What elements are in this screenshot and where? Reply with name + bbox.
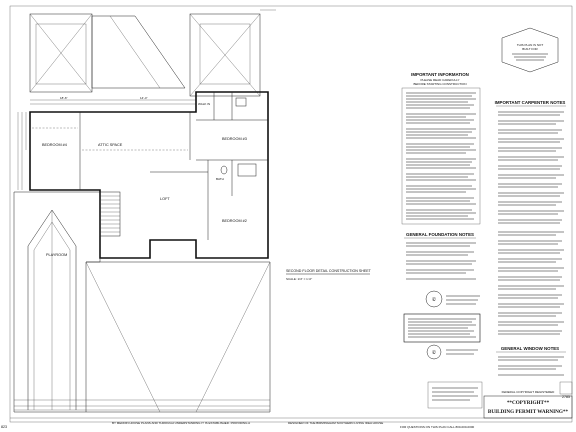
roof-slope-center xyxy=(91,15,186,89)
left-edge-number: 823 xyxy=(1,425,7,429)
lower-roof-main xyxy=(86,261,271,413)
room-bedroom-2: BEDROOM #2 xyxy=(222,219,247,223)
important-info-text xyxy=(406,92,476,220)
svg-text:©: © xyxy=(432,349,436,356)
plan-stamp-hexagon xyxy=(501,27,559,73)
copyright-seal xyxy=(425,290,443,308)
sheet-scale: SCALE: 1/4" = 1'-0" xyxy=(286,277,312,281)
copyright-block xyxy=(483,395,573,419)
svg-text:18'-6": 18'-6" xyxy=(60,96,68,100)
room-bedroom-4: BEDROOM #4 xyxy=(42,143,67,147)
important-info-sub1: PLEASE READ CAREFULLY xyxy=(420,78,459,82)
room-bath: BATH xyxy=(216,177,224,181)
floor-plan: 18'-6" 14'-4" xyxy=(1,9,372,429)
room-playroom: PLAYROOM xyxy=(46,253,67,257)
foundation-notes-title: GENERAL FOUNDATION NOTES xyxy=(406,232,474,237)
notes-column-left: IMPORTANT INFORMATION PLEASE READ CAREFU… xyxy=(401,72,481,360)
room-attic-space: ATTIC SPACE xyxy=(98,143,123,147)
carpenter-notes-text xyxy=(498,111,564,335)
permit-warning: BUILDING PERMIT WARNING** xyxy=(488,409,569,415)
title-block: FEDERAL COPYRIGHT REGISTERED **COPYRIGHT… xyxy=(112,381,573,429)
stamp-line-2: BUILT FOR xyxy=(522,47,538,51)
svg-text:14'-4": 14'-4" xyxy=(140,96,148,100)
svg-text:©: © xyxy=(432,296,436,303)
bottom-note: BY MEDDIN HOUSE PLANS AND THROUGH UNDERS… xyxy=(112,421,250,425)
sheet-border xyxy=(9,5,573,423)
copyright-seal-2 xyxy=(426,344,442,360)
room-walk-in: WALK IN xyxy=(198,102,210,106)
stamp-line-1: THIS PLAN IS NOT xyxy=(517,43,544,47)
designer-box xyxy=(427,381,483,409)
questions-line: FOR QUESTIONS ON THIS PLAN CALL 800-000-… xyxy=(400,425,475,429)
roof-box-right xyxy=(189,13,261,97)
sheet-title: SECOND FLOOR DETAIL CONSTRUCTION SHEET xyxy=(286,269,372,273)
copyright-text: **COPYRIGHT** xyxy=(507,400,550,406)
notes-column-right: THIS PLAN IS NOT BUILT FOR IMPORTANT CAR… xyxy=(495,27,566,376)
sheet-number: 2785 xyxy=(562,395,570,399)
foundation-notes-text xyxy=(406,242,476,280)
designer-line: DESIGNER OF THE BIRMINGHAM SOUTHERN LIVI… xyxy=(288,421,383,425)
exterior-walls xyxy=(29,91,269,259)
window-notes-title: GENERAL WINDOW NOTES xyxy=(501,346,559,351)
lower-roof-outline xyxy=(13,191,101,413)
room-loft: LOFT xyxy=(160,197,170,201)
carpenter-notes-title: IMPORTANT CARPENTER NOTES xyxy=(495,100,566,105)
stair xyxy=(99,191,121,237)
important-info-box xyxy=(401,87,481,225)
important-info-title: IMPORTANT INFORMATION xyxy=(411,72,469,77)
room-bedroom-3: BEDROOM #3 xyxy=(222,137,247,141)
important-info-sub2: BEFORE STARTING CONSTRUCTION xyxy=(413,82,466,86)
federal-notice: FEDERAL COPYRIGHT REGISTERED xyxy=(502,390,556,394)
